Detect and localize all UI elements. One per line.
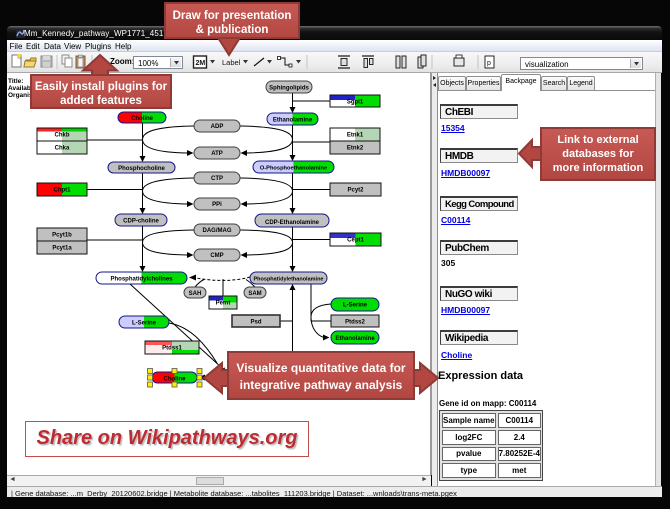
svg-text:added features: added features	[60, 95, 142, 107]
svg-text:more information: more information	[553, 162, 644, 174]
svg-text:Chpt1: Chpt1	[54, 188, 72, 194]
svg-text:Easily install plugins for: Easily install plugins for	[35, 81, 168, 93]
svg-text:Pemt: Pemt	[216, 301, 231, 307]
svg-text:Organis: Organis	[8, 92, 33, 99]
svg-text:integrative pathway analysis: integrative pathway analysis	[240, 378, 403, 392]
svg-text:Sphingolipids: Sphingolipids	[269, 86, 309, 92]
svg-text:CDP-Ethanolamine: CDP-Ethanolamine	[265, 220, 320, 226]
svg-text:CMP: CMP	[210, 253, 223, 259]
svg-text:Link to external: Link to external	[557, 134, 638, 146]
svg-text:Psd: Psd	[250, 320, 261, 326]
svg-text:& publication: & publication	[196, 24, 269, 36]
svg-text:databases for: databases for	[562, 148, 634, 160]
svg-text:Sgpl1: Sgpl1	[347, 100, 364, 106]
svg-text:L-Serine: L-Serine	[343, 303, 368, 309]
svg-text:ATP: ATP	[211, 151, 223, 157]
svg-text:Pcyt2: Pcyt2	[347, 188, 364, 194]
svg-text:L-Serine: L-Serine	[132, 321, 157, 327]
svg-text:Etnk1: Etnk1	[347, 133, 364, 139]
svg-text:Ptdss2: Ptdss2	[345, 320, 365, 326]
svg-text:Title:: Title:	[8, 78, 23, 85]
svg-text:Ethanolamine: Ethanolamine	[335, 336, 375, 342]
svg-text:Ethanolamine: Ethanolamine	[273, 118, 313, 124]
svg-text:CDP-choline: CDP-choline	[123, 219, 159, 225]
svg-text:CTP: CTP	[211, 176, 223, 182]
svg-text:Ptdss1: Ptdss1	[162, 346, 182, 352]
svg-text:Availab: Availab	[8, 85, 31, 92]
svg-text:Phosphatidylethanolamine: Phosphatidylethanolamine	[254, 277, 324, 283]
svg-text:Draw for presentation: Draw for presentation	[173, 10, 292, 22]
svg-text:ADP: ADP	[211, 124, 224, 130]
svg-text:Visualize quantitative data f: Visualize quantitative data for	[236, 361, 405, 375]
svg-text:PPi: PPi	[212, 202, 222, 208]
svg-text:Choline: Choline	[164, 377, 187, 383]
svg-text:Cept1: Cept1	[347, 238, 364, 244]
svg-text:Pcyt1b: Pcyt1b	[52, 233, 72, 239]
svg-text:Etnk2: Etnk2	[347, 146, 364, 152]
svg-text:Phosphatidylcholines: Phosphatidylcholines	[110, 277, 173, 283]
svg-text:SAH: SAH	[189, 291, 202, 297]
svg-text:Chka: Chka	[55, 146, 70, 152]
svg-text:Chkb: Chkb	[55, 133, 70, 139]
svg-text:Phosphocholine: Phosphocholine	[118, 166, 165, 172]
svg-text:O-Phosphoethanolamine: O-Phosphoethanolamine	[260, 166, 327, 172]
svg-text:Pcyt1a: Pcyt1a	[52, 246, 72, 252]
svg-text:DAG/MAG: DAG/MAG	[203, 228, 232, 234]
svg-text:Choline: Choline	[131, 116, 154, 122]
svg-text:SAM: SAM	[248, 291, 261, 297]
